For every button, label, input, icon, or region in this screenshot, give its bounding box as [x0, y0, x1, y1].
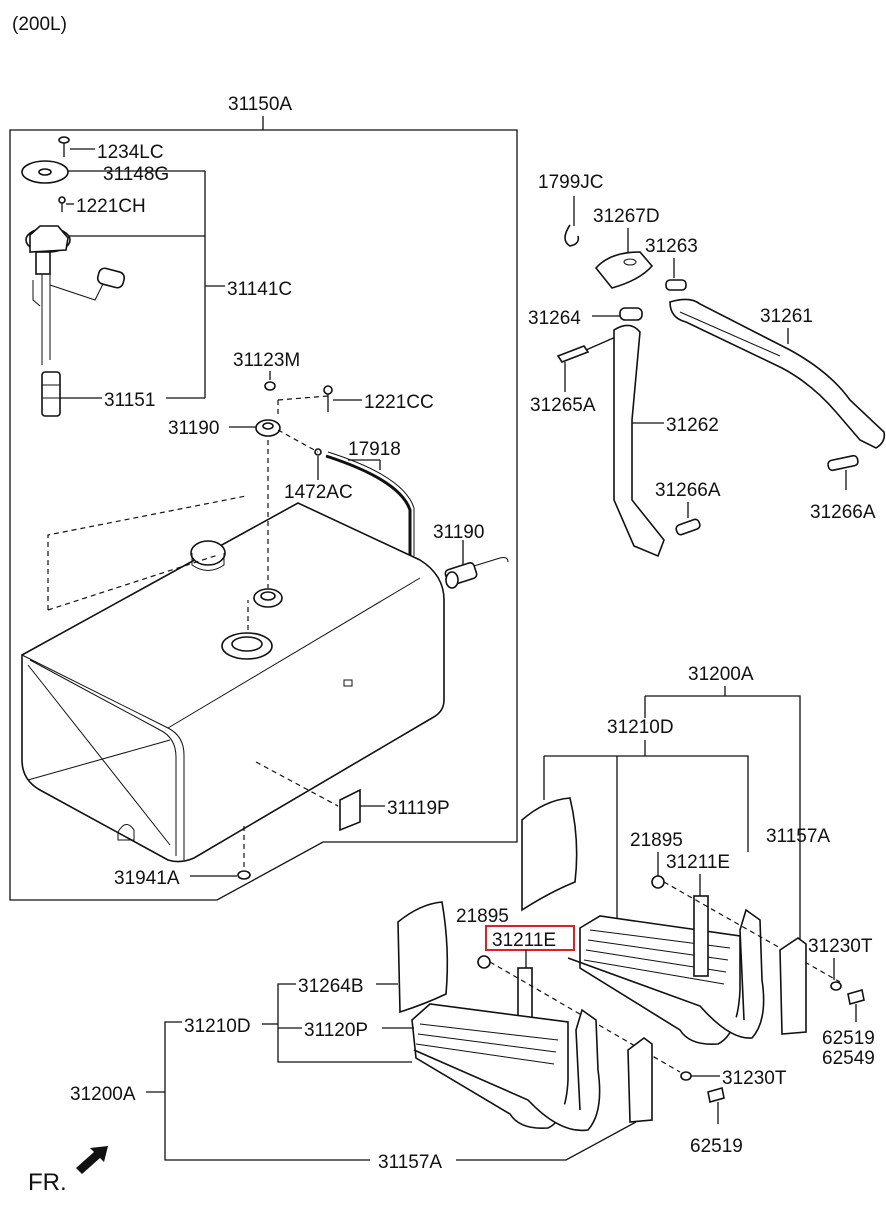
label-31263: 31263	[645, 236, 698, 257]
label-1472AC: 1472AC	[284, 482, 353, 503]
pin-31263	[665, 279, 687, 291]
clip-1799JC	[564, 224, 580, 247]
label-31148G: 31148G	[103, 164, 169, 185]
label-31266A-center: 31266A	[655, 480, 721, 501]
pin-31266A-right	[827, 454, 859, 472]
step-upper-frame	[567, 908, 765, 1039]
label-31157A-top: 31157A	[766, 826, 830, 847]
label-31265A: 31265A	[530, 395, 596, 416]
pin-31264	[619, 307, 643, 321]
label-31264: 31264	[528, 308, 581, 329]
strainer-31151	[41, 371, 61, 417]
label-31264B: 31264B	[298, 976, 364, 997]
tank-strap-group: 1799JC 31267D 31263 31264 31261 31265A 3…	[528, 172, 886, 558]
step-pad-lower	[397, 901, 449, 1014]
label-1221CH: 1221CH	[76, 196, 146, 217]
label-1234LC: 1234LC	[97, 142, 164, 163]
fuel-tank-assembly: 31150A 1234LC 31148G 1221CH	[9, 94, 518, 901]
label-plate-31119P	[339, 788, 361, 832]
label-31211E-top: 31211E	[666, 852, 730, 873]
label-31200A-top: 31200A	[688, 664, 754, 685]
arrow-icon	[76, 1146, 108, 1174]
label-21895-top: 21895	[630, 830, 683, 851]
label-31211E-lower[interactable]: 31211E	[492, 930, 556, 951]
front-label: FR.	[28, 1169, 67, 1196]
gasket-31148G	[21, 160, 69, 184]
bolt-62519-top	[847, 988, 865, 1006]
label-31266A-right: 31266A	[810, 502, 876, 523]
label-62519-top: 62519	[822, 1028, 875, 1049]
label-31141C: 31141C	[227, 279, 292, 300]
step-pad-upper	[521, 797, 578, 912]
label-31261: 31261	[760, 306, 813, 327]
label-31262: 31262	[666, 415, 719, 436]
label-62549: 62549	[822, 1048, 875, 1069]
screw-1221CC	[323, 385, 333, 412]
label-31941A: 31941A	[114, 868, 180, 889]
label-31210D-top: 31210D	[607, 717, 674, 738]
screw-1221CH	[58, 196, 66, 212]
assembly-box	[9, 129, 518, 901]
fuel-sender-31141C	[25, 225, 126, 365]
label-17918: 17918	[348, 439, 401, 460]
label-1799JC: 1799JC	[538, 172, 604, 193]
bracket-31157A-lower	[627, 1037, 653, 1123]
cap-31190	[255, 419, 281, 437]
bolt-1234LC	[58, 136, 70, 157]
step-upper	[579, 915, 741, 1046]
fuel-tank-body	[21, 502, 445, 863]
label-31190-right: 31190	[433, 522, 484, 543]
label-31120P: 31120P	[304, 1020, 368, 1041]
label-1221CC: 1221CC	[364, 392, 434, 413]
label-31150A: 31150A	[228, 94, 292, 115]
bolt-62519-lower	[707, 1086, 725, 1104]
washer-31123M	[264, 381, 276, 391]
label-31200A-lower: 31200A	[70, 1084, 136, 1105]
label-31123M: 31123M	[233, 350, 300, 371]
bracket-31157A-top	[779, 937, 807, 1035]
label-31190-top: 31190	[168, 418, 219, 439]
step-assembly: 31200A 31210D 31157A 21895 31211E 31230T…	[70, 664, 875, 1173]
label-31157A-lower: 31157A	[378, 1152, 442, 1173]
highlight-31211E	[485, 925, 575, 951]
nut-21895-top	[651, 875, 665, 889]
step-lower-frame	[413, 1008, 601, 1132]
pin-31266A-center	[675, 518, 701, 536]
washer-31230T-top	[830, 981, 842, 991]
label-31210D-lower: 31210D	[184, 1016, 251, 1037]
label-62519-lower: 62519	[690, 1136, 743, 1157]
bracket-31267D	[594, 251, 654, 289]
strap-31262	[613, 324, 665, 558]
bolt-31265A	[556, 345, 590, 363]
capacity-label: (200L)	[12, 14, 67, 35]
label-31151: 31151	[104, 390, 155, 411]
drain-plug-31941A	[237, 870, 251, 880]
label-31230T-lower: 31230T	[722, 1068, 787, 1089]
label-21895-lower: 21895	[456, 906, 509, 927]
label-31267D: 31267D	[593, 206, 660, 227]
washer-31230T-lower	[680, 1071, 692, 1081]
label-31230T-top: 31230T	[808, 936, 873, 957]
label-31119P: 31119P	[387, 798, 450, 819]
plate-31211E-top	[693, 895, 709, 977]
fitting-31190	[444, 557, 509, 589]
front-direction-indicator: FR.	[28, 1146, 108, 1196]
nut-21895-lower	[477, 955, 491, 969]
strap-31261	[669, 298, 886, 449]
